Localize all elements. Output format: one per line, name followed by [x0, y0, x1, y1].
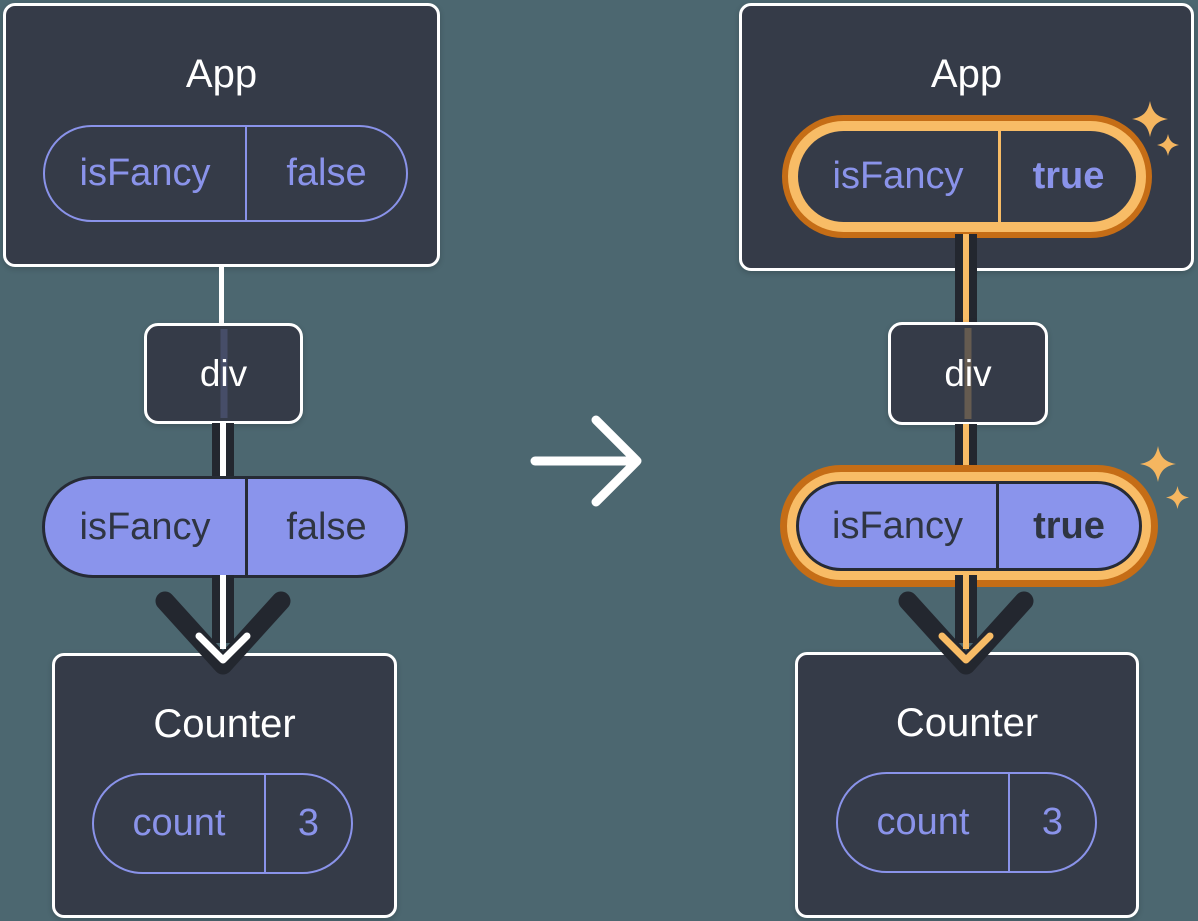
- prop-pill: isFancy false: [43, 125, 408, 222]
- state-value: 3: [297, 802, 320, 844]
- state-name: count: [94, 775, 266, 872]
- down-arrow-icon: [898, 575, 1034, 675]
- div-element-box: div: [144, 323, 303, 424]
- counter-component-box: Counter count 3: [52, 653, 397, 918]
- prop-pass-through-stripe: [220, 329, 227, 418]
- counter-component-box: Counter count 3: [795, 652, 1139, 918]
- prop-name: isFancy: [798, 131, 1001, 222]
- right-arrow-icon: [530, 415, 642, 507]
- down-arrow-icon: [155, 575, 291, 675]
- passed-prop-pill: isFancy false: [42, 476, 408, 578]
- tree-connector: [955, 234, 977, 323]
- tree-connector: [955, 424, 977, 468]
- sparkles-icon: [1140, 446, 1176, 482]
- app-component-box: App isFancy true: [739, 3, 1194, 271]
- sparkles-icon: [1132, 101, 1168, 137]
- component-title: App: [185, 52, 258, 96]
- component-title: App: [930, 52, 1003, 96]
- prop-pass-through-stripe: [964, 328, 972, 419]
- div-element-box: div: [888, 322, 1048, 425]
- component-title: Counter: [895, 701, 1039, 745]
- prop-value: true: [1032, 155, 1105, 197]
- state-name: count: [838, 774, 1010, 871]
- state-value: 3: [1041, 801, 1064, 843]
- prop-name: isFancy: [45, 127, 247, 220]
- state-pill: count 3: [92, 773, 353, 874]
- passed-prop-pill-highlighted: isFancy true: [780, 465, 1158, 587]
- app-component-box: App isFancy false: [3, 3, 440, 267]
- tree-connector: [219, 266, 224, 324]
- sparkles-icon: [1166, 486, 1189, 509]
- prop-value: false: [286, 505, 367, 548]
- prop-name: isFancy: [799, 484, 999, 568]
- prop-value: false: [286, 152, 367, 194]
- sparkles-icon: [1157, 134, 1179, 156]
- div-label: div: [944, 352, 992, 394]
- state-pill: count 3: [836, 772, 1097, 873]
- component-title: Counter: [153, 702, 296, 746]
- prop-name: isFancy: [45, 479, 248, 575]
- prop-value: true: [1033, 504, 1105, 547]
- prop-pill-highlighted: isFancy true: [782, 115, 1152, 238]
- div-label: div: [199, 352, 248, 394]
- tree-connector: [212, 423, 234, 478]
